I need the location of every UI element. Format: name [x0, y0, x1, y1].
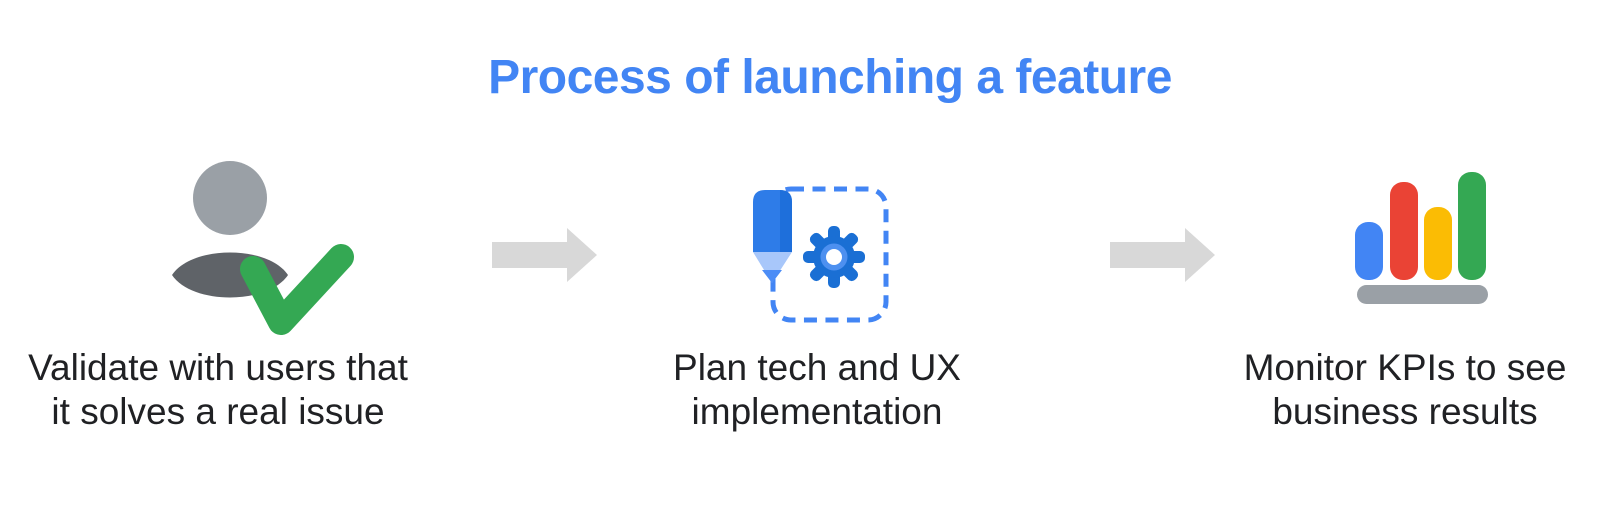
check-mark-icon: [240, 244, 354, 335]
bar-green: [1458, 172, 1486, 280]
gear-icon: [803, 226, 865, 288]
bar-yellow: [1424, 207, 1452, 280]
arrow-right-icon: [492, 228, 597, 282]
caption-line: Plan tech and UX: [673, 347, 961, 388]
caption-line: it solves a real issue: [51, 391, 385, 432]
caption-line: Monitor KPIs to see: [1243, 347, 1567, 388]
arrow-shape: [492, 228, 597, 282]
caption-line: implementation: [691, 391, 943, 432]
pencil-body-shade: [780, 190, 792, 252]
dashed-box: [770, 186, 889, 323]
bar-red: [1390, 182, 1418, 280]
arrow-right-icon: [1110, 228, 1215, 282]
arrow-shape: [1110, 228, 1215, 282]
caption-line: Validate with users that: [28, 347, 408, 388]
bar-chart-icon: [1355, 172, 1488, 304]
gear-hole: [826, 249, 842, 265]
diagram-title: Process of launching a feature: [488, 51, 1172, 104]
pencil-gear-icon: [753, 186, 889, 323]
user-check-icon: [172, 161, 354, 335]
bar-blue: [1355, 222, 1383, 280]
step2-caption: Plan tech and UX implementation: [627, 346, 1007, 434]
caption-line: business results: [1272, 391, 1538, 432]
chart-base: [1357, 285, 1488, 304]
person-head: [193, 161, 267, 235]
pencil-tip: [753, 252, 792, 283]
step1-caption: Validate with users that it solves a rea…: [8, 346, 428, 434]
pencil-point: [762, 270, 782, 283]
step3-caption: Monitor KPIs to see business results: [1205, 346, 1600, 434]
